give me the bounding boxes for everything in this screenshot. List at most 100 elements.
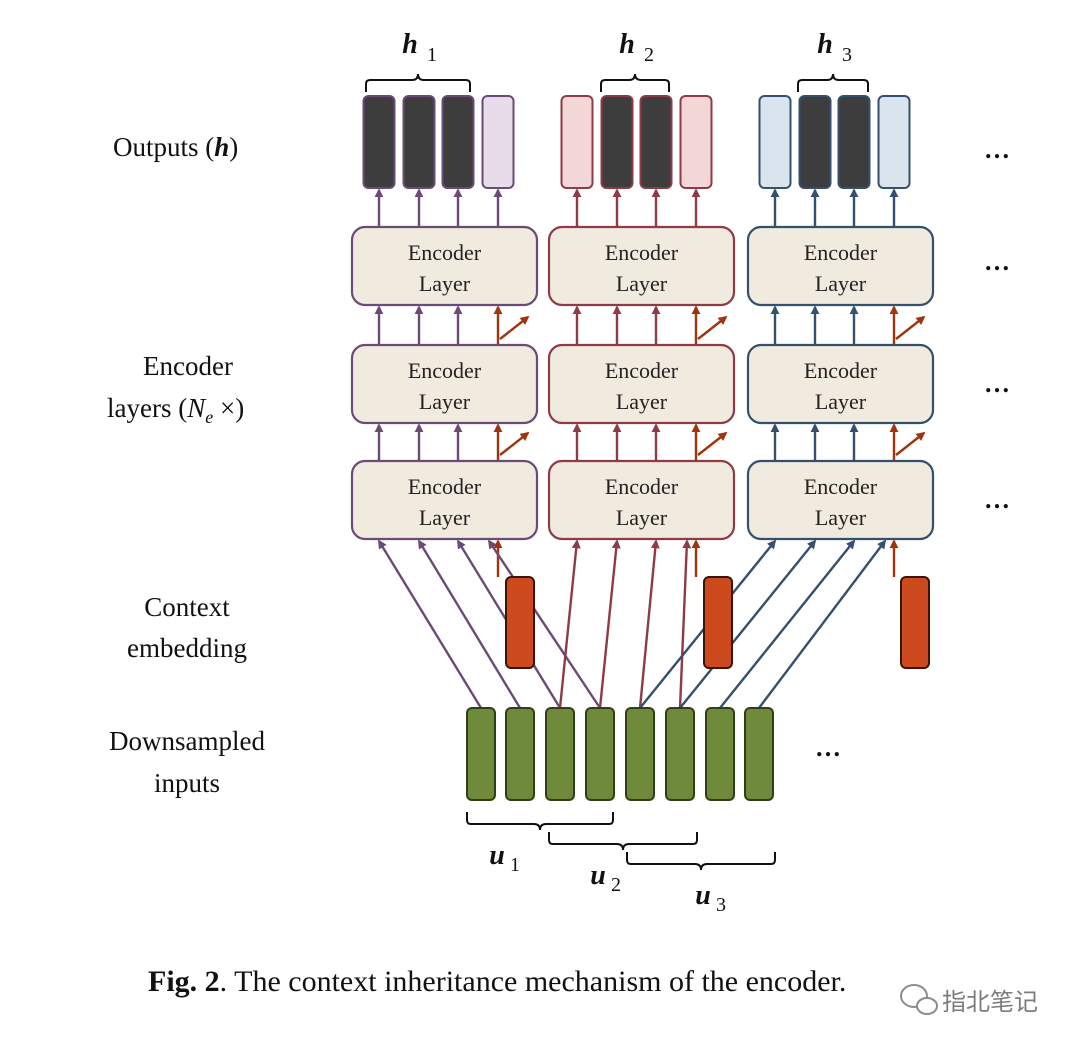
output-block <box>837 95 871 189</box>
encoder-layer-box <box>746 459 935 541</box>
encoder-layer-label-line2: Layer <box>419 271 471 296</box>
output-group-sub: 3 <box>842 44 852 66</box>
encoder-layer-label-line2: Layer <box>815 505 867 530</box>
output-group-var: h <box>619 29 635 60</box>
arrows <box>374 188 926 709</box>
input-arrow <box>417 539 522 709</box>
output-block <box>600 95 634 189</box>
output-brace <box>797 73 869 92</box>
context-pass-arrow <box>499 431 530 456</box>
input-brace <box>548 832 698 851</box>
context-embedding-block <box>703 576 733 669</box>
encoder-layer-label-line1: Encoder <box>804 474 878 499</box>
context-pass-arrow <box>895 315 926 340</box>
block-labels: EncoderLayerEncoderLayerEncoderLayerEnco… <box>402 29 1010 916</box>
output-block <box>798 95 832 189</box>
input-arrow <box>679 539 817 709</box>
encoder-layer-label-line1: Encoder <box>605 240 679 265</box>
input-brace <box>466 812 614 831</box>
input-block <box>505 707 535 801</box>
output-block <box>560 95 594 189</box>
encoder-layer-box <box>746 225 935 307</box>
ellipsis: … <box>984 369 1010 398</box>
encoder-layer-label-line2: Layer <box>616 271 668 296</box>
output-brace <box>600 73 670 92</box>
inputs-label-line2: inputs <box>154 768 220 798</box>
output-group-sub: 1 <box>427 44 437 66</box>
input-group-var: u <box>489 840 505 871</box>
input-block <box>665 707 695 801</box>
ellipsis: … <box>984 485 1010 514</box>
output-block <box>679 95 713 189</box>
input-block <box>545 707 575 801</box>
output-block <box>877 95 911 189</box>
encoder-layer-label-line1: Encoder <box>408 474 482 499</box>
input-brace <box>626 852 776 871</box>
input-arrow <box>758 539 887 709</box>
context-label-line2: embedding <box>127 633 247 663</box>
figure-caption: Fig. 2. The context inheritance mechanis… <box>148 965 846 998</box>
encoder-layer-label-line2: Layer <box>419 505 471 530</box>
output-group-sub: 2 <box>644 44 654 66</box>
input-block <box>744 707 774 801</box>
encoder-layer-label-line1: Encoder <box>605 358 679 383</box>
encoder-layer-box <box>350 343 539 425</box>
encoder-layer-label-line2: Layer <box>419 389 471 414</box>
encoder-layer-label-line1: Encoder <box>605 474 679 499</box>
context-pass-arrow <box>499 315 530 340</box>
watermark: 指北笔记 <box>900 984 1038 1016</box>
outputs-label: Outputs (h) <box>113 132 238 162</box>
input-group-sub: 3 <box>716 894 726 916</box>
input-arrow <box>558 539 581 709</box>
context-pass-arrow <box>895 431 926 456</box>
inputs-label-line1: Downsampled <box>109 726 265 756</box>
encoder-layer-label-line2: Layer <box>815 271 867 296</box>
input-block <box>625 707 655 801</box>
encoder-layer-box <box>547 343 736 425</box>
encoder-layer-label-line2: Layer <box>616 389 668 414</box>
input-arrow <box>638 539 660 709</box>
context-embedding-block <box>900 576 930 669</box>
output-brace <box>365 73 471 92</box>
context-embedding-block <box>505 576 535 669</box>
context-pass-arrow <box>697 431 728 456</box>
output-block <box>402 95 436 189</box>
output-block <box>362 95 396 189</box>
input-arrow <box>598 539 621 709</box>
encoder-layer-box <box>547 459 736 541</box>
context-pass-arrow <box>697 315 728 340</box>
ellipsis: … <box>815 733 841 762</box>
encoder-layer-box <box>350 459 539 541</box>
encoder-layer-label-line2: Layer <box>616 505 668 530</box>
input-group-var: u <box>590 860 606 891</box>
context-label-line1: Context <box>144 592 230 622</box>
encoder-layer-label-line1: Encoder <box>804 240 878 265</box>
encoder-layers-label-line2: layers (Ne ×) <box>107 393 244 427</box>
input-group-sub: 1 <box>510 854 520 876</box>
encoder-layer-label-line2: Layer <box>815 389 867 414</box>
input-arrow <box>719 539 856 709</box>
encoder-layers-label-line1: Encoder <box>143 351 233 381</box>
encoder-layer-label-line1: Encoder <box>804 358 878 383</box>
output-group-var: h <box>402 29 418 60</box>
encoder-layer-box <box>350 225 539 307</box>
wechat-icon <box>900 984 938 1015</box>
input-group-var: u <box>695 880 711 911</box>
input-block <box>466 707 496 801</box>
input-arrow <box>377 539 483 709</box>
ellipsis: … <box>984 247 1010 276</box>
input-block <box>705 707 735 801</box>
output-block <box>758 95 792 189</box>
input-block <box>585 707 615 801</box>
encoder-layer-box <box>746 343 935 425</box>
watermark-text: 指北笔记 <box>942 988 1038 1016</box>
encoder-layer-box <box>547 225 736 307</box>
ellipsis: … <box>984 135 1010 164</box>
input-arrow <box>488 539 601 709</box>
output-block <box>481 95 515 189</box>
output-block <box>441 95 475 189</box>
encoder-layer-label-line1: Encoder <box>408 240 482 265</box>
input-arrow <box>678 539 692 709</box>
